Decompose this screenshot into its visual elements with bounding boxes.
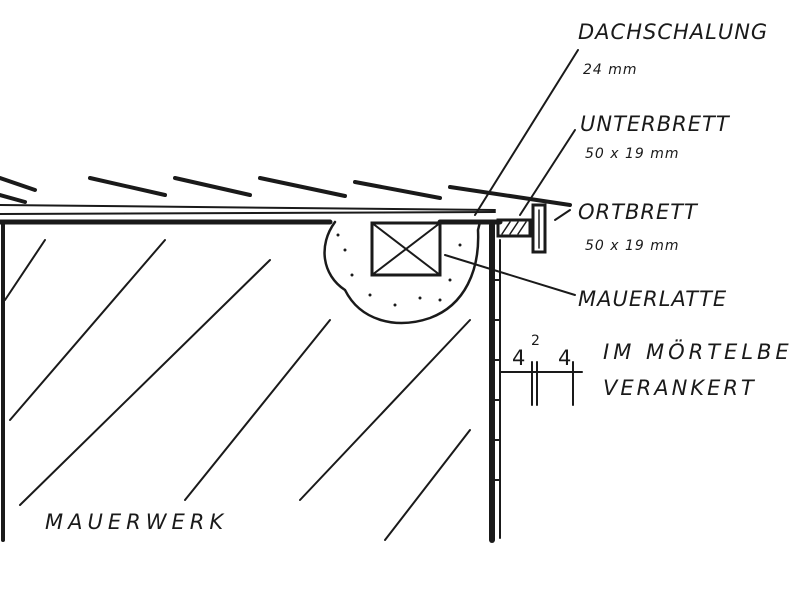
label-dachschalung-size: 24 mm <box>583 62 638 78</box>
mauerlatte-beam <box>370 221 442 277</box>
label-ortbrett-size: 50 x 19 mm <box>585 238 680 254</box>
label-unterbrett-size: 50 x 19 mm <box>585 146 680 162</box>
label-dachschalung: DACHSCHALUNG <box>578 20 769 44</box>
masonry-hatch <box>4 239 471 541</box>
roof-boards <box>0 176 572 207</box>
mortar-bed <box>323 220 482 325</box>
dimension-lines <box>499 361 583 406</box>
dimension-right: 4 <box>558 346 573 370</box>
dimension-middle: 2 <box>531 333 541 349</box>
label-ortbrett: ORTBRETT <box>578 200 698 224</box>
label-mauerlatte-note-1: IM MÖRTELBE <box>603 340 793 364</box>
label-mauerlatte-note-2: VERANKERT <box>603 376 757 400</box>
unterbrett <box>496 218 532 238</box>
label-mauerlatte: MAUERLATTE <box>578 287 728 311</box>
dimension-left: 4 <box>512 346 527 370</box>
leader-lines <box>444 49 579 296</box>
ortbrett <box>531 203 547 254</box>
roof-plane <box>0 204 496 215</box>
label-mauerwerk: MAUERWERK <box>45 510 229 534</box>
label-unterbrett: UNTERBRETT <box>580 112 730 136</box>
